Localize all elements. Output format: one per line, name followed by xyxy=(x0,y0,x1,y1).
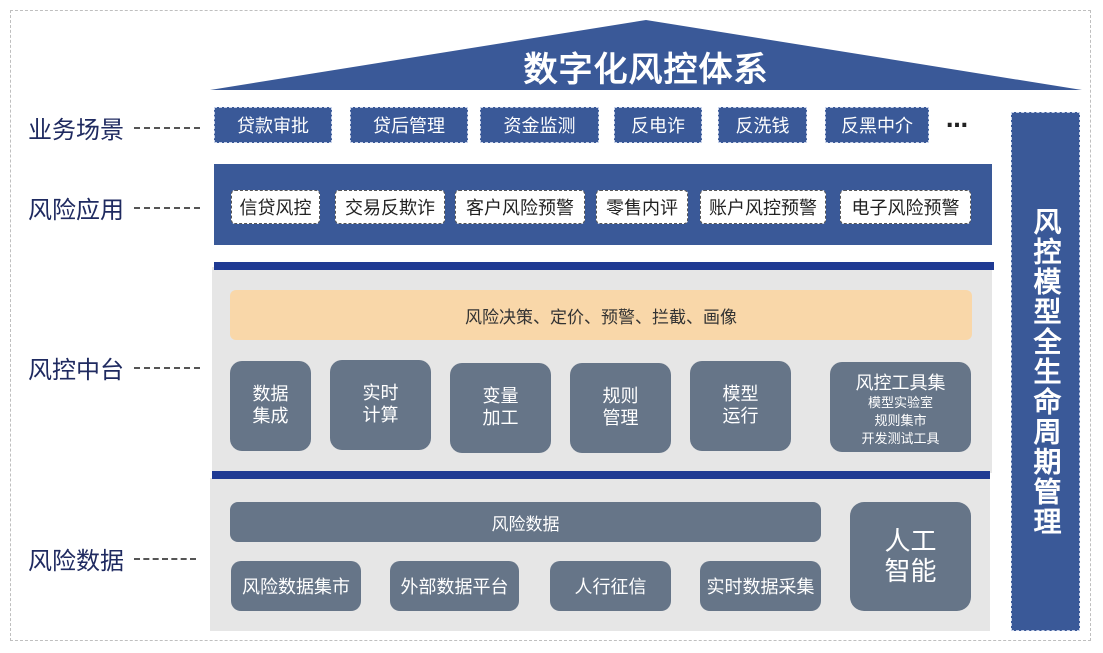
data-source-box: 风险数据集市 xyxy=(231,561,361,611)
application-item: 客户风险预警 xyxy=(455,190,585,224)
module-box: 规则 管理 xyxy=(570,363,671,453)
module-box: 实时 计算 xyxy=(330,360,431,450)
row-label-application-text: 风险应用 xyxy=(28,196,124,224)
row-label-business-text: 业务场景 xyxy=(28,116,124,144)
toolset-box: 风控工具集 模型实验室 规则集市 开发测试工具 xyxy=(830,362,971,452)
business-item: 反电诈 xyxy=(614,107,702,143)
risk-data-bar: 风险数据 xyxy=(230,502,821,542)
business-item: 反洗钱 xyxy=(718,107,807,143)
row-label-middle-text: 风控中台 xyxy=(28,356,124,384)
roof-shape xyxy=(210,20,1082,90)
connector-dash xyxy=(134,126,200,129)
business-item: 资金监测 xyxy=(480,107,599,143)
data-source-box: 人行征信 xyxy=(550,561,671,611)
application-item: 交易反欺诈 xyxy=(335,190,445,224)
business-item: 反黑中介 xyxy=(825,107,929,143)
application-item: 信贷风控 xyxy=(231,190,320,224)
toolset-item: 模型实验室 xyxy=(867,396,933,411)
toolset-item: 规则集市 xyxy=(874,414,927,429)
data-source-box: 实时数据采集 xyxy=(700,561,821,611)
connector-dash xyxy=(134,206,200,209)
toolset-title: 风控工具集 xyxy=(855,373,946,394)
application-item: 零售内评 xyxy=(596,190,688,224)
business-item: 贷款审批 xyxy=(214,107,332,143)
business-item: 贷后管理 xyxy=(350,107,468,143)
row-label-data-text: 风险数据 xyxy=(28,547,124,575)
module-box: 数据 集成 xyxy=(230,361,311,451)
ai-box: 人工 智能 xyxy=(850,502,971,611)
more-ellipsis: … xyxy=(946,108,970,133)
row-label-business: 业务场景 xyxy=(28,110,200,145)
row-label-middle: 风控中台 xyxy=(28,350,200,385)
toolset-item: 开发测试工具 xyxy=(861,432,940,447)
connector-dash xyxy=(134,366,200,369)
row-label-data: 风险数据 xyxy=(28,541,196,576)
lifecycle-text: 风控模型全生命周期管理 xyxy=(1029,206,1063,537)
divider-bar xyxy=(214,262,994,270)
data-source-box: 外部数据平台 xyxy=(390,561,519,611)
row-label-application: 风险应用 xyxy=(28,190,200,225)
lifecycle-column: 风控模型全生命周期管理 xyxy=(1011,112,1080,631)
diagram-title: 数字化风控体系 xyxy=(523,50,769,90)
divider-bar xyxy=(212,471,990,479)
connector-dash xyxy=(134,557,196,560)
module-box: 模型 运行 xyxy=(690,361,791,451)
application-item: 账户风控预警 xyxy=(700,190,826,224)
application-item: 电子风险预警 xyxy=(840,190,971,224)
diagram-frame xyxy=(10,10,1091,641)
strategy-banner: 风险决策、定价、预警、拦截、画像 xyxy=(230,290,972,340)
module-box: 变量 加工 xyxy=(450,363,551,453)
